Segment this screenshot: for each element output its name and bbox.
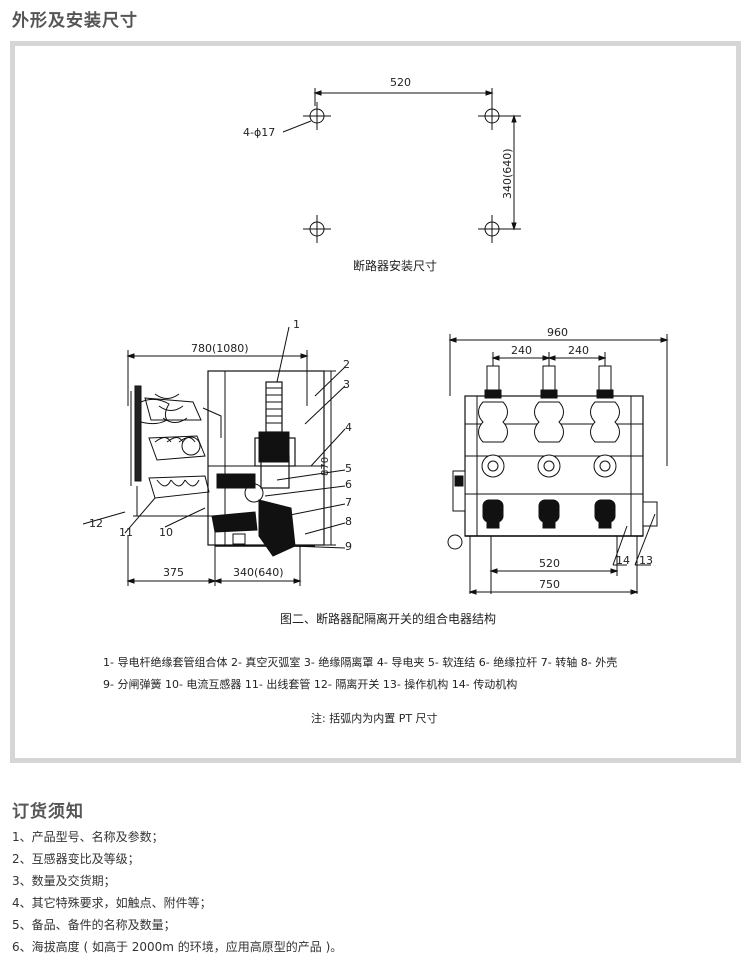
callout-8: 8 [345, 515, 352, 528]
callout-3: 3 [343, 378, 350, 391]
callout-12: 12 [89, 517, 103, 530]
dim-520-inner: 520 [539, 557, 560, 570]
technical-drawing: 520 4-ϕ17 340(640) 断路器安装尺寸 [82, 76, 669, 725]
front-view-drawing: 960 240 240 [447, 326, 669, 595]
dim-340-640: 340(640) [233, 566, 284, 579]
legend-line-2: 9- 分闸弹簧 10- 电流互感器 11- 出线套管 12- 隔离开关 13- … [103, 677, 517, 691]
dim-240-b: 240 [568, 344, 589, 357]
fig1-caption: 断路器安装尺寸 [353, 258, 437, 273]
dim-width-520: 520 [390, 76, 411, 89]
dim-height-340: 340(640) [501, 148, 514, 199]
pole-middle [534, 365, 564, 529]
legend-line-1: 1- 导电杆绝缘套管组合体 2- 真空灭弧室 3- 绝缘隔离罩 4- 导电夹 5… [103, 655, 617, 669]
ordering-list: 1、产品型号、名称及参数； 2、互感器变比及等级； 3、数量及交货期； 4、其它… [12, 826, 342, 958]
list-item: 1、产品型号、名称及参数； [12, 830, 164, 844]
callout-4: 4 [345, 421, 352, 434]
callout-2: 2 [343, 358, 350, 371]
callout-1: 1 [293, 318, 300, 331]
hole-bottom-left [303, 215, 331, 243]
pole-right [590, 365, 620, 529]
side-view-callouts: 1 2 3 4 5 6 7 8 9 10 11 12 [89, 318, 352, 553]
list-item: 6、海拔高度 ( 如高于 2000m 的环境，应用高原型的产品 )。 [12, 940, 343, 954]
callout-6: 6 [345, 478, 352, 491]
callout-10: 10 [159, 526, 173, 539]
side-view-drawing: 780(1080) 870 [82, 326, 346, 586]
list-item: 2、互感器变比及等级； [12, 852, 140, 866]
hole-label: 4-ϕ17 [243, 126, 275, 139]
callout-9: 9 [345, 540, 352, 553]
dim-375: 375 [163, 566, 184, 579]
section-title-ordering: 订货须知 [12, 802, 84, 822]
callout-7: 7 [345, 496, 352, 509]
section-title-dimensions: 外形及安装尺寸 [12, 11, 138, 31]
dim-750: 750 [539, 578, 560, 591]
callout-11: 11 [119, 526, 133, 539]
callout-5: 5 [345, 462, 352, 475]
mounting-hole-diagram: 520 4-ϕ17 340(640) 断路器安装尺寸 [243, 76, 521, 273]
list-item: 5、备品、备件的名称及数量； [12, 918, 176, 932]
list-item: 3、数量及交货期； [12, 874, 116, 888]
front-view-callouts: 14 13 [616, 554, 653, 567]
dim-240-a: 240 [511, 344, 532, 357]
dim-780: 780(1080) [191, 342, 249, 355]
callout-13: 13 [639, 554, 653, 567]
callout-14: 14 [616, 554, 630, 567]
drawing-panel: 520 4-ϕ17 340(640) 断路器安装尺寸 [10, 41, 741, 763]
dim-960: 960 [547, 326, 568, 339]
list-item: 4、其它特殊要求，如触点、附件等； [12, 896, 212, 910]
footnote: 注: 括弧内为内置 PT 尺寸 [311, 711, 438, 725]
pole-left [478, 365, 508, 529]
figure-caption: 图二、断路器配隔离开关的组合电器结构 [280, 611, 496, 626]
dim-870: 870 [320, 457, 331, 476]
hole-top-left [303, 102, 331, 130]
